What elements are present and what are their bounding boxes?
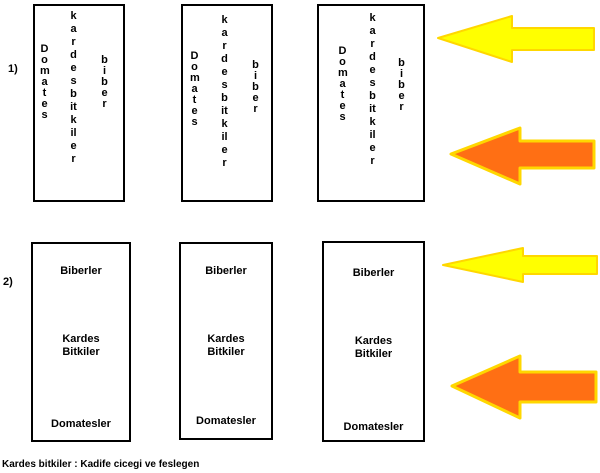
yellow-left-arrow-icon — [442, 247, 598, 283]
bed-label-domatesler: Domatesler — [343, 421, 404, 433]
bed-label-bitkiler: Bitkiler — [62, 346, 100, 358]
bed-label-domatesler: Domatesler — [51, 418, 111, 430]
yellow-left-arrow-icon — [437, 15, 595, 63]
garden-bed-row2-1: Biberler Kardes Bitkiler Domatesler — [31, 242, 131, 442]
garden-bed-row2-3: Biberler Kardes Bitkiler Domatesler — [322, 241, 425, 442]
bed-label-biber: biber — [101, 54, 108, 110]
bed-label-kardesbitkiler: kardesbitkiler — [369, 12, 376, 167]
bed-label-kardesbitkiler: kardesbitkiler — [70, 10, 77, 165]
bed-label-kardesbitkiler: kardesbitkiler — [221, 14, 228, 169]
bed-label-kardes: Kardes — [62, 333, 100, 345]
bed-label-bitkiler: Bitkiler — [207, 346, 245, 358]
bed-label-domates: Domates — [40, 43, 50, 121]
bed-label-domatesler: Domatesler — [196, 415, 256, 427]
bed-label-biber: biber — [398, 57, 405, 113]
bed-label-biber: biber — [252, 59, 259, 115]
row-label-1: 1) — [8, 63, 18, 75]
bed-label-domates: Domates — [190, 50, 200, 128]
bed-label-bitkiler: Bitkiler — [354, 348, 393, 360]
row-label-2: 2) — [3, 276, 13, 288]
yellow-arrow-shape — [437, 15, 595, 63]
garden-bed-row1-3: Domates kardesbitkiler biber — [317, 4, 425, 202]
bed-label-biberler: Biberler — [352, 267, 395, 279]
bed-label-biberler: Biberler — [60, 265, 102, 277]
bed-label-domates: Domates — [338, 45, 348, 123]
garden-bed-row1-1: Domates kardesbitkiler biber — [33, 4, 125, 202]
bed-label-biberler: Biberler — [205, 265, 247, 277]
garden-bed-row2-2: Biberler Kardes Bitkiler Domatesler — [179, 242, 273, 440]
orange-arrow-shape — [450, 354, 598, 420]
bed-label-kardes: Kardes — [354, 335, 393, 347]
orange-left-arrow-icon — [449, 126, 596, 186]
caption-note: Kardes bitkiler : Kadife cicegi ve fesle… — [2, 459, 200, 470]
yellow-arrow-shape — [442, 247, 598, 283]
garden-bed-row1-2: Domates kardesbitkiler biber — [181, 4, 273, 202]
orange-arrow-shape — [449, 126, 596, 186]
bed-label-kardes: Kardes — [207, 333, 245, 345]
orange-left-arrow-icon — [450, 354, 598, 420]
